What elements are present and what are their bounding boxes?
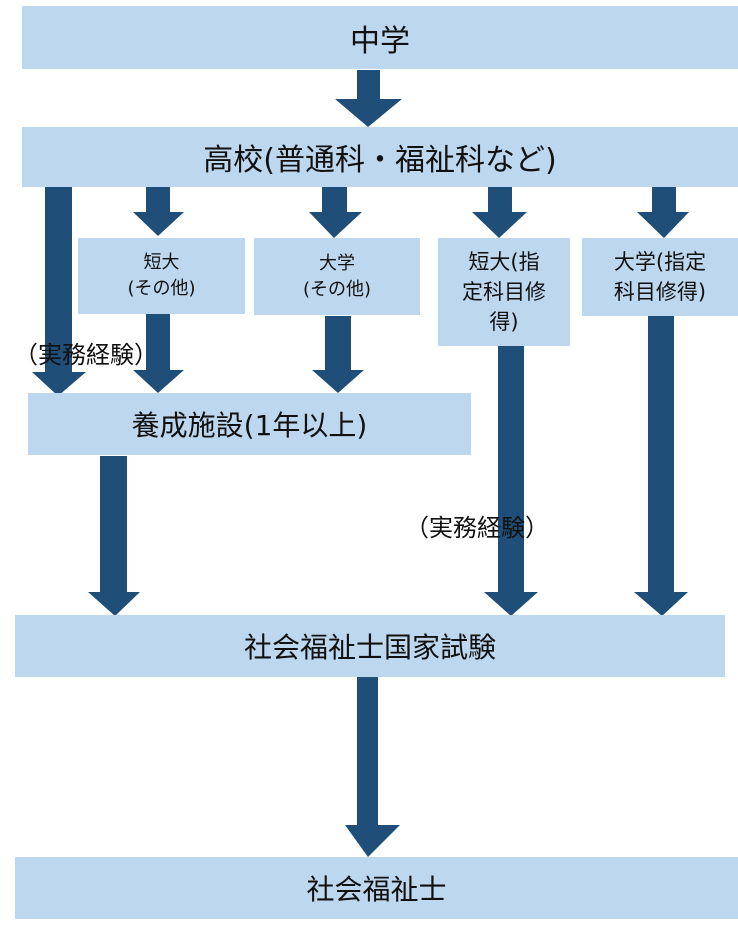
arrow-hs-to-facility-left: [32, 187, 86, 396]
node-certified-social-worker: 社会福祉士: [15, 857, 738, 919]
node-label: 高校(普通科・福祉科など): [203, 143, 557, 178]
arrow-jc-designated-to-exam: [484, 346, 538, 616]
arrow-jc-other-to-facility: [133, 314, 184, 393]
node-label: 得): [489, 310, 519, 334]
node-label: 大学: [319, 252, 355, 274]
node-label: 短大: [143, 252, 180, 273]
node-training-facility: 養成施設(1年以上): [28, 393, 471, 455]
node-label: 短大(指: [468, 250, 540, 274]
arrow-hs-to-univ-designated: [637, 187, 689, 238]
node-label: 社会福祉士: [306, 873, 447, 906]
arrow-facility-to-exam: [88, 456, 140, 616]
node-label: 中学: [350, 23, 410, 59]
node-junior-college-other: 短大 (その他): [78, 238, 245, 314]
node-label: 養成施設(1年以上): [131, 409, 368, 442]
node-label: (その他): [127, 278, 196, 299]
arrow-hs-to-jc-other: [133, 187, 184, 236]
arrow-hs-to-univ-other: [309, 187, 362, 238]
node-national-exam: 社会福祉士国家試験: [15, 615, 725, 677]
arrow-univ-designated-to-exam: [634, 316, 688, 616]
arrow-univ-other-to-facility: [312, 316, 364, 393]
node-label: 科目修得): [613, 280, 707, 304]
node-high-school: 高校(普通科・福祉科など): [22, 127, 738, 187]
node-university-designated: 大学(指定 科目修得): [582, 238, 738, 316]
node-university-other: 大学 (その他): [254, 238, 420, 315]
node-junior-high: 中学: [22, 6, 738, 69]
node-label: (その他): [302, 278, 372, 300]
arrow-exam-to-csw: [345, 677, 400, 857]
annotation-work-experience-left: （実務経験）: [14, 341, 158, 369]
node-label: 大学(指定: [613, 250, 707, 274]
node-junior-college-designated: 短大(指 定科目修 得): [438, 238, 570, 346]
arrow-jhs-to-hs: [335, 70, 402, 127]
annotation-work-experience-right: （実務経験）: [405, 514, 549, 542]
node-label: 定科目修: [462, 280, 546, 304]
arrow-hs-to-jc-designated: [472, 187, 527, 238]
node-label: 社会福祉士国家試験: [243, 631, 496, 664]
